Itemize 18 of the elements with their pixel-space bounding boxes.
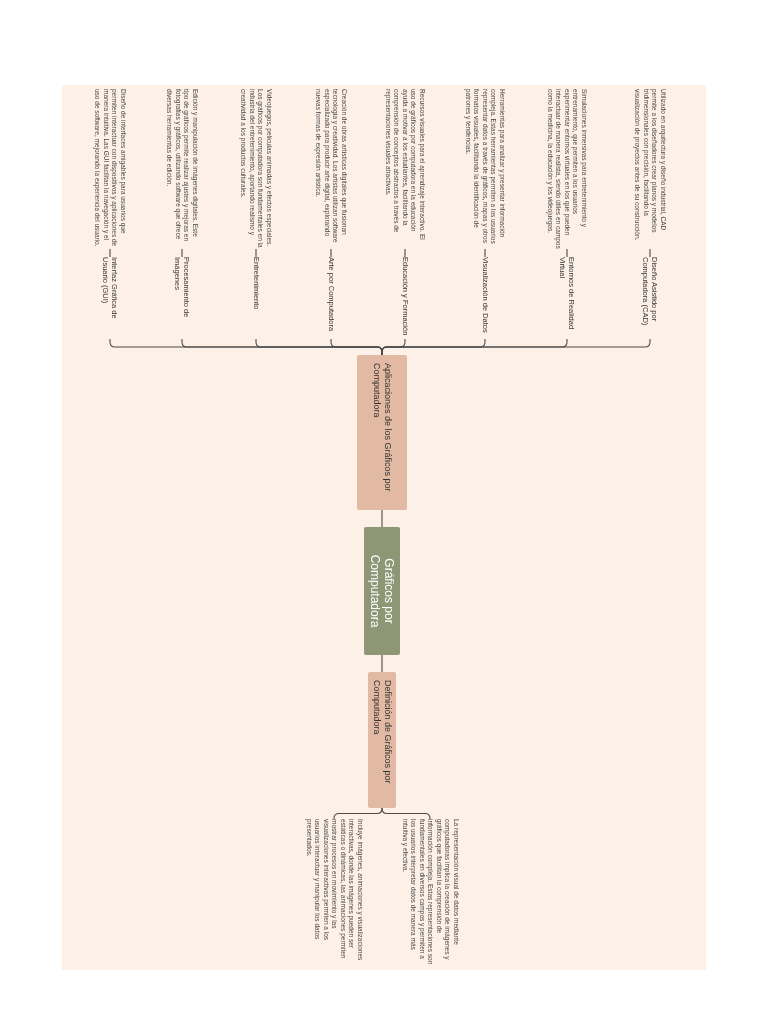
topic-title: Aplicaciones de los Gráficos por Computadora [371, 363, 393, 494]
topic-title: Gráficos por Computadora [368, 553, 396, 630]
connector-line [381, 509, 383, 528]
connector-line [566, 248, 568, 258]
connector-line [649, 248, 651, 258]
connector-line [333, 807, 383, 820]
connector-line [330, 248, 332, 258]
connector-line [404, 248, 406, 258]
connector-line [484, 248, 486, 258]
connector-line [255, 248, 257, 258]
connector-line [381, 654, 383, 673]
connector-line [381, 807, 431, 820]
central-topic-box [364, 527, 400, 655]
connector-line [109, 248, 111, 258]
topic-title: Definición de Gráficos por Computadora [371, 680, 393, 786]
topic-box [368, 672, 396, 808]
topic-box [357, 355, 407, 510]
connector-line [181, 248, 183, 258]
